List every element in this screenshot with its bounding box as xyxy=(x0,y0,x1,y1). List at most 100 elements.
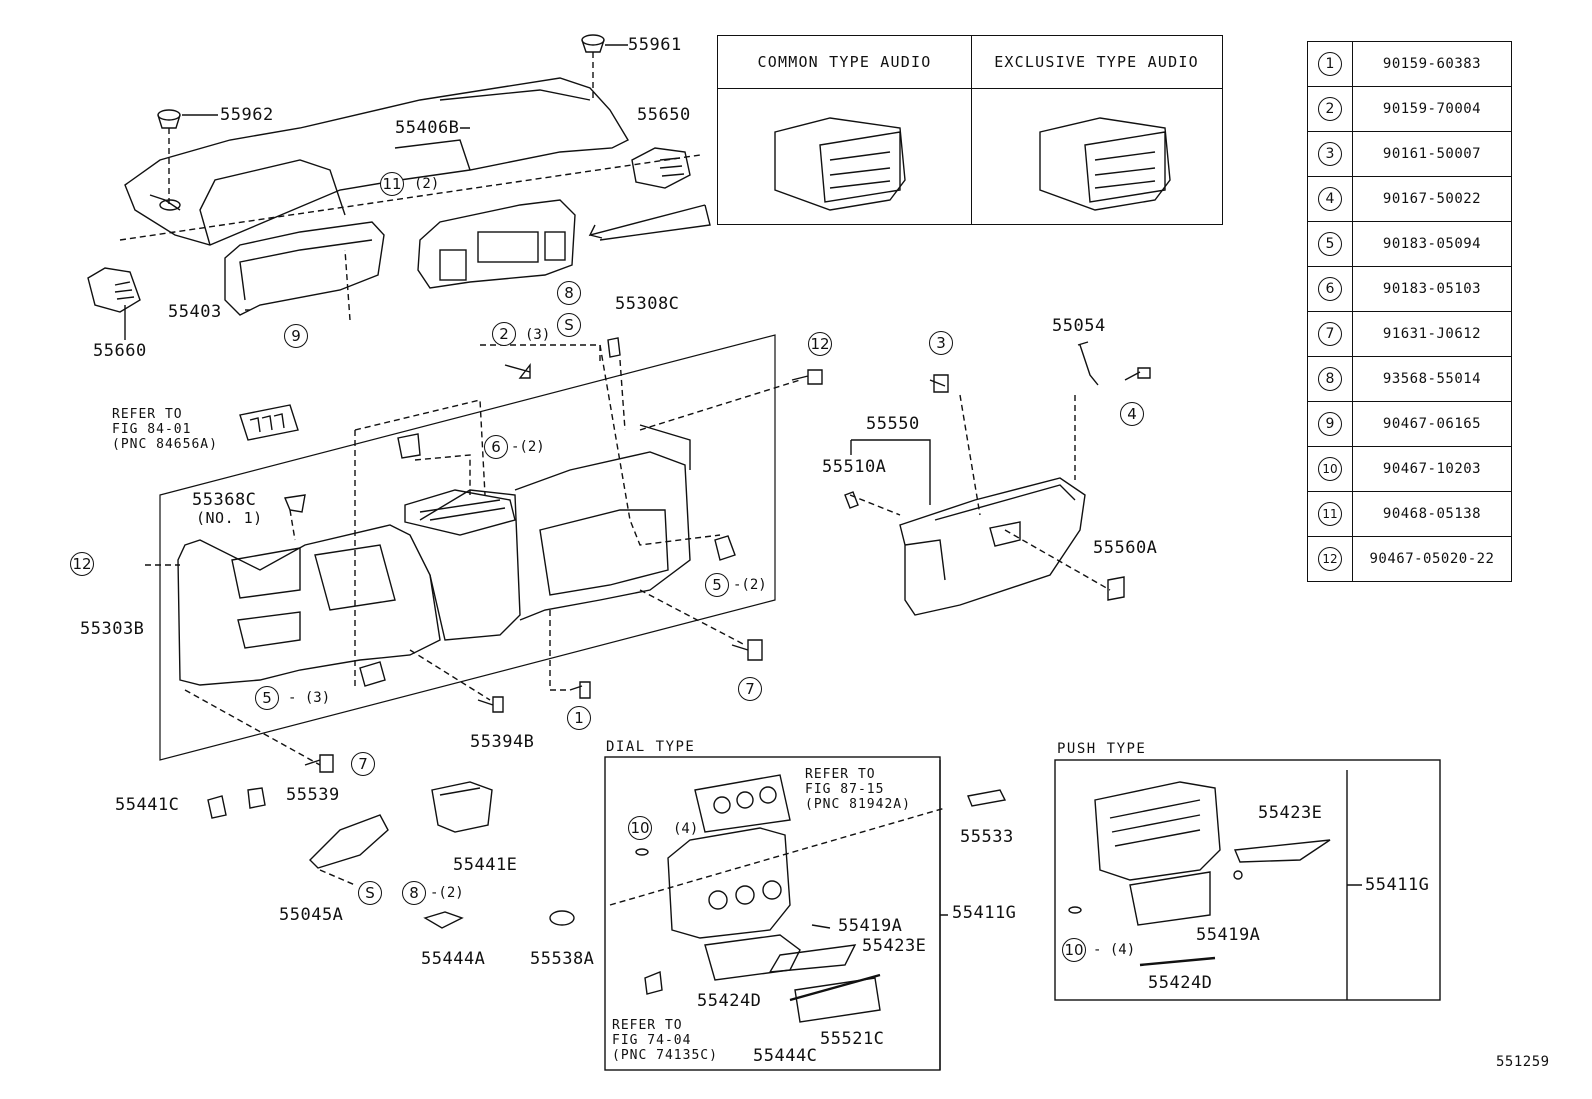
parts-table-row: 4 90167-50022 xyxy=(1307,176,1512,222)
lower-panel xyxy=(177,424,691,686)
callout-5-upper-qty: -(2) xyxy=(733,577,767,593)
label-55054: 55054 xyxy=(1052,316,1106,336)
push-panel xyxy=(1094,781,1331,967)
exclusive-audio-heading: EXCLUSIVE TYPE AUDIO xyxy=(971,36,1222,89)
row-number: 6 xyxy=(1318,277,1342,301)
callout-2-qty: (3) xyxy=(525,327,551,343)
refer-note-84: REFER TO FIG 84-01 (PNC 84656A) xyxy=(112,407,218,452)
audio-type-table: COMMON TYPE AUDIO EXCLUSIVE TYPE AUDIO xyxy=(717,35,1223,225)
label-55045A: 55045A xyxy=(279,905,344,925)
center-duct xyxy=(404,489,516,536)
label-55444A: 55444A xyxy=(421,949,486,969)
callout-3: 3 xyxy=(929,331,953,355)
callout-12-upper: 12 xyxy=(808,332,832,356)
callout-12-lower: 12 xyxy=(70,552,94,576)
part-number: 90467-10203 xyxy=(1352,446,1512,492)
callout-7-left: 7 xyxy=(351,752,375,776)
pocket xyxy=(431,781,493,833)
part-number: 90161-50007 xyxy=(1352,131,1512,177)
parts-number-table: 1 90159-60383 2 90159-70004 3 90161-50007 4 901… xyxy=(1307,41,1512,582)
label-55441E: 55441E xyxy=(453,855,518,875)
part-number: 93568-55014 xyxy=(1352,356,1512,402)
dial-type-title: DIAL TYPE xyxy=(606,739,696,755)
push-type-title: PUSH TYPE xyxy=(1057,741,1147,757)
row-number: 12 xyxy=(1318,547,1342,571)
row-number: 11 xyxy=(1318,502,1342,526)
label-55419A-dial: 55419A xyxy=(838,916,903,936)
glove-bracket xyxy=(309,814,389,869)
callout-11: 11 xyxy=(380,172,404,196)
callout-11-qty: (2) xyxy=(414,176,440,192)
part-number: 90183-05094 xyxy=(1352,221,1512,267)
callout-5-lower: 5 xyxy=(255,686,279,710)
label-55406B: 55406B xyxy=(395,118,460,138)
arrow xyxy=(588,204,706,239)
side-vent-left xyxy=(87,267,141,313)
label-55441C: 55441C xyxy=(115,795,180,815)
row-number: 5 xyxy=(1318,232,1342,256)
parts-table-row: 5 90183-05094 xyxy=(1307,221,1512,267)
dial-panel xyxy=(609,774,946,1023)
row-number: 2 xyxy=(1318,97,1342,121)
label-55539: 55539 xyxy=(286,785,340,805)
label-55368C-no: (NO. 1) xyxy=(196,509,263,527)
label-55560A: 55560A xyxy=(1093,538,1158,558)
part-number: 90167-50022 xyxy=(1352,176,1512,222)
part-number: 90468-05138 xyxy=(1352,491,1512,537)
label-55533: 55533 xyxy=(960,827,1014,847)
label-55303B: 55303B xyxy=(80,619,145,639)
callout-8-lower: 8 xyxy=(402,881,426,905)
label-55510A: 55510A xyxy=(822,457,887,477)
label-55521C: 55521C xyxy=(820,1029,885,1049)
callout-8: 8 xyxy=(557,281,581,305)
label-55308C: 55308C xyxy=(615,294,680,314)
parts-table-row: 10 90467-10203 xyxy=(1307,446,1512,492)
switch-module xyxy=(239,404,299,441)
row-number: 10 xyxy=(1318,457,1342,481)
callout-10-push-qty: - (4) xyxy=(1093,942,1136,958)
part-number: 91631-J0612 xyxy=(1352,311,1512,357)
row-number: 4 xyxy=(1318,187,1342,211)
label-55538A: 55538A xyxy=(530,949,595,969)
audio-common xyxy=(774,117,906,211)
label-55962: 55962 xyxy=(220,105,274,125)
part-number: 90183-05103 xyxy=(1352,266,1512,312)
label-55660: 55660 xyxy=(93,341,147,361)
row-number: 7 xyxy=(1318,322,1342,346)
label-55423E-dial: 55423E xyxy=(862,936,927,956)
callout-10-dial: 10 xyxy=(628,816,652,840)
cluster-hood xyxy=(224,221,385,316)
audio-exclusive xyxy=(1039,117,1171,211)
callout-2: 2 xyxy=(492,322,516,346)
part-number: 90159-60383 xyxy=(1352,41,1512,87)
row-number: 1 xyxy=(1318,52,1342,76)
label-55368C: 55368C xyxy=(192,490,257,510)
parts-table-row: 11 90468-05138 xyxy=(1307,491,1512,537)
dashboard-upper-panel xyxy=(124,77,629,246)
callout-5-upper: 5 xyxy=(705,573,729,597)
row-number: 9 xyxy=(1318,412,1342,436)
label-55394B: 55394B xyxy=(470,732,535,752)
callout-6-qty: -(2) xyxy=(511,439,545,455)
label-55961: 55961 xyxy=(628,35,682,55)
callout-s-lower: S xyxy=(358,881,382,905)
clip-6 xyxy=(397,433,421,459)
label-55444C: 55444C xyxy=(753,1046,818,1066)
callout-4: 4 xyxy=(1120,402,1144,426)
callout-s: S xyxy=(557,313,581,337)
label-55550: 55550 xyxy=(866,414,920,434)
label-55650: 55650 xyxy=(637,105,691,125)
part-number: 90467-05020-22 xyxy=(1352,536,1512,582)
callout-1: 1 xyxy=(567,706,591,730)
callout-5-lower-qty: - (3) xyxy=(288,690,331,706)
parts-table-row: 6 90183-05103 xyxy=(1307,266,1512,312)
refer-note-74: REFER TO FIG 74-04 (PNC 74135C) xyxy=(612,1018,718,1063)
row-number: 3 xyxy=(1318,142,1342,166)
parts-table-row: 12 90467-05020-22 xyxy=(1307,536,1512,582)
part-number: 90159-70004 xyxy=(1352,86,1512,132)
label-55423E-push: 55423E xyxy=(1258,803,1323,823)
side-vent-right xyxy=(631,147,691,189)
label-55424D-push: 55424D xyxy=(1148,973,1213,993)
